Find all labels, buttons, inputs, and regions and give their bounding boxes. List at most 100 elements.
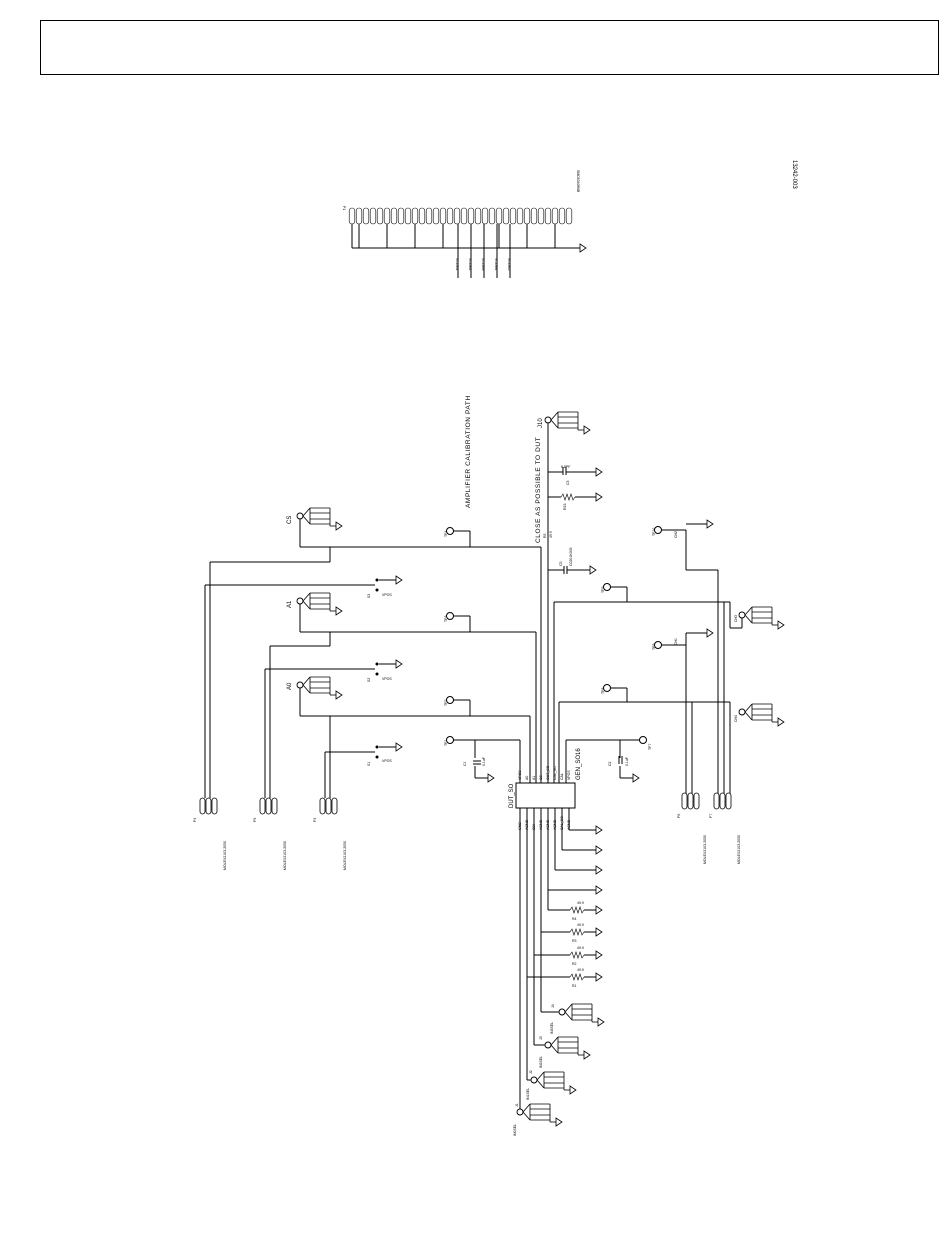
- s3-ref: S3: [367, 594, 371, 598]
- right-section: TP10 CH2 TP5 CH1 P6 P7 MOLEX2103-2050 MO…: [652, 519, 741, 864]
- header-pin: [411, 207, 419, 225]
- tp5-label: TP5: [652, 644, 656, 650]
- s1-ref: S1: [367, 762, 371, 766]
- p7-ref: P7: [709, 814, 713, 818]
- header-pin: [558, 207, 566, 225]
- r1-value: 49.9: [577, 968, 584, 972]
- sma-cs: CS: [287, 507, 343, 547]
- header-pin: [390, 207, 398, 225]
- header-pin: [453, 207, 461, 225]
- header-net-label: VCOM3: [481, 258, 485, 271]
- switch-s2: S2 VPOS: [367, 659, 403, 682]
- header-pin: [383, 207, 391, 225]
- figure-id: 13242-003: [791, 160, 797, 189]
- tp10-label: TP10: [652, 528, 656, 536]
- p1-part: SMD5340R0B: [576, 170, 580, 193]
- p3-part: MOLEX2103-2050: [343, 841, 347, 870]
- ch1-label: CH1: [674, 638, 678, 645]
- p3-ref: P3: [313, 818, 317, 822]
- c5-value: C0201K003: [569, 547, 573, 566]
- header-pin: [467, 207, 475, 225]
- sma-ch4-ref: CH4: [734, 715, 738, 722]
- p1-ref: P1: [342, 206, 346, 210]
- tp1-label: TP1: [444, 740, 448, 746]
- header-pin: [362, 207, 370, 225]
- p4-part: MOLEX2103-2050: [223, 841, 227, 870]
- header-pin: [474, 207, 482, 225]
- header-pin: [376, 207, 384, 225]
- header-pin: [418, 207, 426, 225]
- header-pin: [460, 207, 468, 225]
- header-net-label: VCOM5: [507, 258, 511, 271]
- sma-a0-ref: A0: [287, 682, 293, 690]
- sma-j10: J10: [538, 411, 591, 435]
- ch2-label: CH2: [674, 531, 678, 538]
- top-part-labels: TP1 TP2 TP3 TP4 TP7 TP8 TP9 C1 0.1uF C2 …: [444, 465, 652, 766]
- c5-ref: C5: [559, 561, 563, 566]
- p6-ref: P6: [677, 814, 681, 818]
- r3-value: 49.9: [577, 923, 584, 927]
- c2-ref: C2: [608, 761, 612, 766]
- molex-p4: P4 MOLEX2103-2050: [193, 797, 227, 870]
- switch-s3: S3 VPOS: [367, 575, 403, 598]
- sma-cs-ref: CS: [287, 516, 293, 524]
- left-nets: [204, 547, 375, 798]
- header-pin: [425, 207, 433, 225]
- header-pin: [348, 207, 356, 225]
- r2-value: 49.9: [577, 946, 584, 950]
- header-pin: [530, 207, 538, 225]
- r4-ref: R4: [572, 917, 577, 921]
- header-pin: [355, 207, 363, 225]
- p7-part: MOLEX2103-2050: [737, 835, 741, 864]
- sma-j10-ref: J10: [538, 418, 544, 428]
- c1-ref: C1: [463, 761, 467, 766]
- header-pin: [537, 207, 545, 225]
- s1-net: VPOS: [382, 759, 392, 763]
- dut-top-pin-label: A0: [525, 776, 529, 780]
- sma-a1-ref: A1: [287, 600, 293, 608]
- header-pin: [439, 207, 447, 225]
- c3-ref: C3: [566, 480, 570, 485]
- tp8-label: TP8: [601, 688, 605, 694]
- p6-part: MOLEX2103-2050: [703, 835, 707, 864]
- s2-ref: S2: [367, 678, 371, 682]
- j1-net: IN0SEL: [513, 1124, 517, 1136]
- r4-value: 49.9: [577, 901, 584, 905]
- j2-ref: J2: [529, 1070, 533, 1074]
- r5-ref: R5: [543, 533, 547, 538]
- dut-bottom-wiring: 49.9 49.9 49.9 49.9 R4 R3 R2 R1 J4 IN3SE…: [513, 808, 605, 1136]
- header-pin: [523, 207, 531, 225]
- j4-ref: J4: [551, 1004, 555, 1008]
- molex-p5: P5 MOLEX2103-2050: [253, 797, 287, 870]
- s2-net: VPOS: [382, 677, 392, 681]
- sma-ch3: CH3: [729, 602, 785, 630]
- p4-ref: P4: [193, 818, 197, 822]
- header-pin: [481, 207, 489, 225]
- header-net-label: VCOM2: [468, 258, 472, 271]
- molex-p3: P3 MOLEX2103-2050: [313, 797, 347, 870]
- tp9-label: TP9: [601, 587, 605, 593]
- sma-ch4: CH4: [734, 703, 785, 727]
- close-note: CLOSE AS POSSIBLE TO DUT: [535, 437, 542, 543]
- c1-value: 0.1uF: [482, 757, 486, 766]
- header-net-label: VCOM1: [455, 258, 459, 271]
- j1-ref: J1: [515, 1103, 519, 1107]
- header-pin: [404, 207, 412, 225]
- dut-top-pin-label: CAL_SO: [553, 766, 557, 780]
- tp2-label: TP2: [444, 700, 448, 706]
- header-pin: [544, 207, 552, 225]
- sma-a1: A1: [287, 592, 343, 632]
- header-pin: [369, 207, 377, 225]
- r5-value: 49.9: [549, 531, 553, 538]
- sma-ch3-ref: CH3: [734, 615, 738, 622]
- header-pin: [432, 207, 440, 225]
- r3-ref: R3: [572, 939, 577, 943]
- header-pin: [551, 207, 559, 225]
- header-frame: [40, 20, 939, 75]
- header-pin: [509, 207, 517, 225]
- r1-ref: R1: [572, 984, 577, 988]
- dut-part: GEN_SO16: [576, 748, 582, 780]
- r23-ref: R23: [563, 504, 567, 510]
- tp3-label: TP3: [444, 616, 448, 622]
